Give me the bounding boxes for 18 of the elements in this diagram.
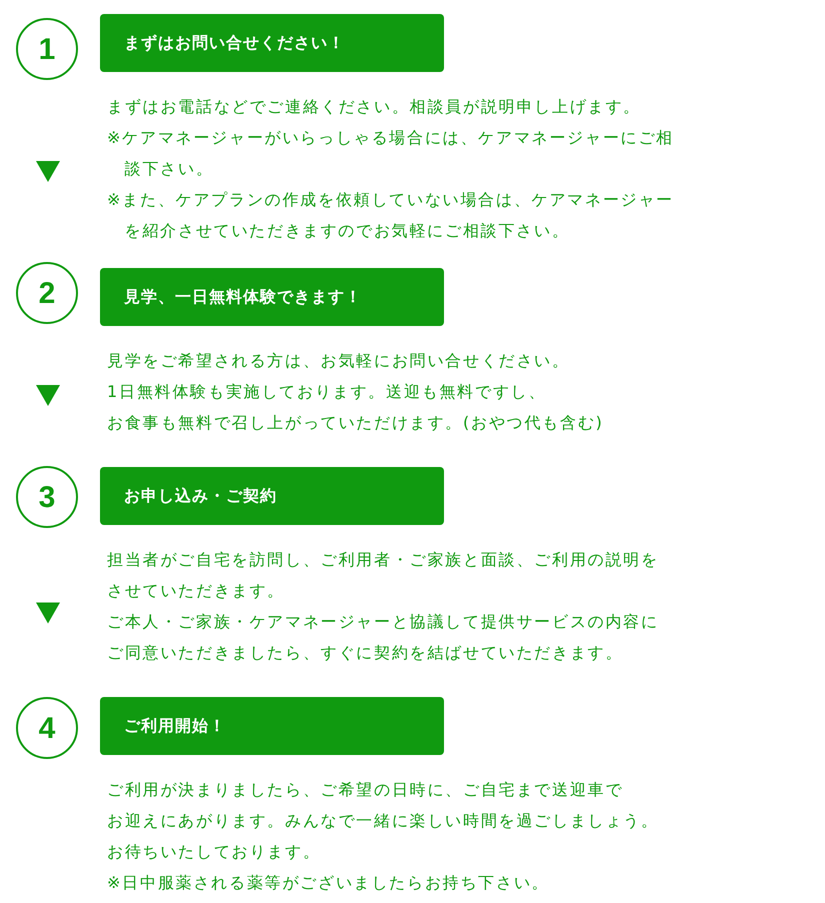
step-description: 1日無料体験も実施しております。送迎も無料ですし、 <box>107 381 548 403</box>
step-description: お待ちいたしております。 <box>107 841 322 863</box>
step-description: ご同意いただきましたら、すぐに契約を結ばせていただきます。 <box>107 642 624 664</box>
step-description: ※日中服薬される薬等がございましたらお持ち下さい。 <box>107 872 550 894</box>
step-description: お食事も無料で召し上がっていただけます。(おやつ代も含む) <box>107 412 605 434</box>
step-header-box: 見学、一日無料体験できます！ <box>100 268 444 326</box>
step-description: ※ケアマネージャーがいらっしゃる場合には、ケアマネージャーにご相談下さい。 <box>107 127 676 180</box>
step-description: ご本人・ご家族・ケアマネージャーと協議して提供サービスの内容に <box>107 611 660 633</box>
step-description: まずはお電話などでご連絡ください。相談員が説明申し上げます。 <box>107 96 642 118</box>
step-description: お迎えにあがります。みんなで一緒に楽しい時間を過ごしましょう。 <box>107 810 660 832</box>
step-header-box: まずはお問い合せください！ <box>100 14 444 72</box>
step-header-box: お申し込み・ご契約 <box>100 467 444 525</box>
step-header-box: ご利用開始！ <box>100 697 444 755</box>
step-description: 担当者がご自宅を訪問し、ご利用者・ご家族と面談、ご利用の説明を <box>107 549 660 571</box>
step-description: ご利用が決まりましたら、ご希望の日時に、ご自宅まで送迎車で <box>107 779 624 801</box>
step-description: させていただきます。 <box>107 580 286 602</box>
step-description: 見学をご希望される方は、お気軽にお問い合せください。 <box>107 350 571 372</box>
step-description: ※また、ケアプランの作成を依頼していない場合は、ケアマネージャーを紹介させていただきますのでお気軽にご相談下さい。 <box>107 189 676 242</box>
